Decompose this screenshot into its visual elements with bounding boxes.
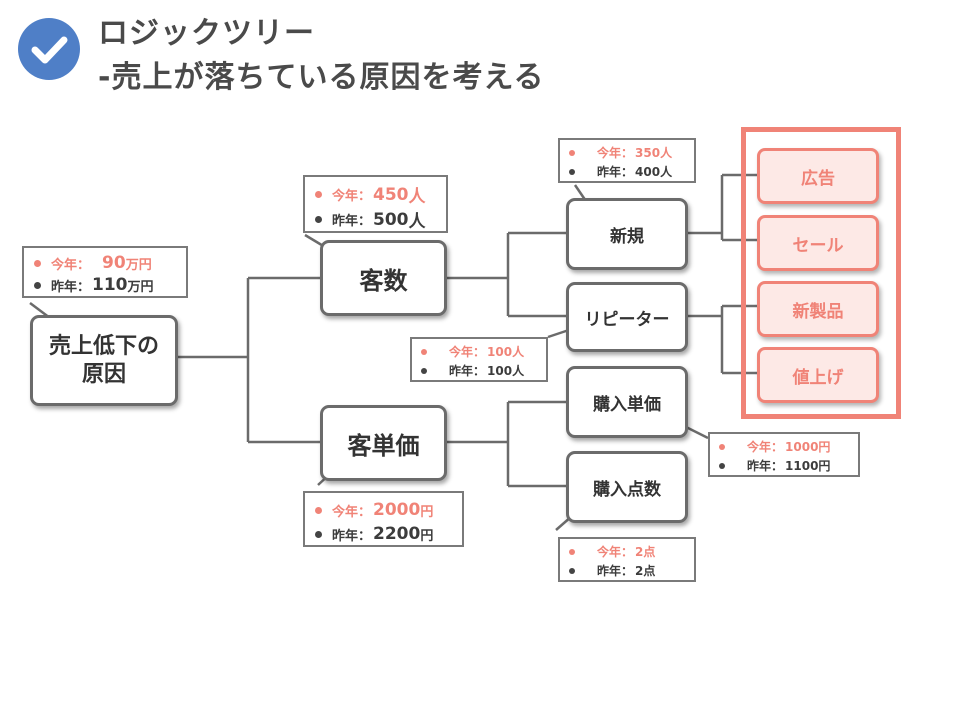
- repeaters-stat: 今年： 100 人 昨年： 100 人: [410, 337, 548, 382]
- current-value: 2: [635, 544, 644, 559]
- previous-dot: [421, 367, 427, 374]
- current-unit: 万円: [125, 257, 152, 273]
- current-value: 100: [487, 344, 513, 359]
- page-title-line2: -売上が落ちている原因を考える: [98, 60, 545, 95]
- current-unit: 人: [660, 146, 673, 160]
- current-label: 今年：: [332, 189, 372, 204]
- repeaters-label: リピーター: [584, 309, 670, 330]
- current-unit: 円: [818, 440, 831, 454]
- previous-label: 昨年：: [332, 528, 372, 544]
- customers-node: 客数: [320, 240, 447, 316]
- current-label: 今年：: [597, 146, 634, 160]
- solution-label: 値上げ: [792, 367, 844, 388]
- purchase-price-label: 購入単価: [593, 394, 661, 415]
- customers-stat: 今年： 450 人 昨年： 500 人: [303, 175, 448, 233]
- solution-price-increase: 値上げ: [757, 347, 879, 403]
- previous-unit: 円: [420, 528, 434, 544]
- previous-dot: [315, 216, 322, 223]
- current-label: 今年：: [332, 504, 372, 520]
- previous-value: 2: [635, 563, 644, 578]
- purchase-price-stat: 今年： 1000 円 昨年： 1100 円: [708, 432, 860, 477]
- previous-label: 昨年：: [747, 459, 784, 473]
- unit-price-node: 客単価: [320, 405, 447, 481]
- solutions-frame: [741, 127, 901, 419]
- previous-label: 昨年：: [51, 279, 91, 295]
- current-value: 350: [635, 145, 661, 160]
- current-dot: [315, 191, 322, 198]
- current-dot: [719, 443, 725, 450]
- unit-price-stat: 今年： 2000 円 昨年： 2200 円: [303, 491, 464, 547]
- previous-value: 500: [373, 209, 409, 230]
- current-unit: 人: [408, 187, 426, 207]
- new-customers-label: 新規: [610, 226, 644, 247]
- current-unit: 点: [643, 545, 656, 559]
- new-customers-node: 新規: [566, 198, 688, 270]
- current-unit: 円: [420, 504, 434, 520]
- current-label: 今年：: [747, 440, 784, 454]
- previous-unit: 人: [512, 364, 525, 378]
- previous-unit: 人: [408, 212, 426, 232]
- current-value: 2000: [373, 500, 421, 520]
- checkmark-icon: [18, 18, 80, 80]
- previous-label: 昨年：: [449, 364, 486, 378]
- current-value: 450: [373, 184, 409, 205]
- new-customers-stat: 今年： 350 人 昨年： 400 人: [558, 138, 696, 183]
- purchase-price-node: 購入単価: [566, 366, 688, 438]
- current-dot: [421, 348, 427, 355]
- previous-value: 2200: [373, 524, 421, 544]
- solution-ad: 広告: [757, 148, 879, 204]
- current-dot: [34, 259, 41, 267]
- previous-unit: 円: [818, 459, 831, 473]
- current-unit: 人: [512, 345, 525, 359]
- previous-unit: 万円: [127, 279, 154, 295]
- current-label: 今年：: [449, 345, 486, 359]
- previous-unit: 点: [643, 564, 656, 578]
- root-label-line1: 売上低下の: [48, 333, 159, 359]
- previous-value: 110: [92, 275, 128, 295]
- root-node: 売上低下の 原因: [30, 315, 178, 406]
- previous-dot: [34, 281, 41, 289]
- previous-label: 昨年：: [597, 564, 634, 578]
- current-dot: [315, 506, 322, 514]
- solution-new-product: 新製品: [757, 281, 879, 337]
- page-title-line1: ロジックツリー: [98, 16, 315, 51]
- solution-label: 広告: [801, 168, 835, 189]
- current-dot: [569, 149, 575, 156]
- current-value: 90: [102, 253, 126, 273]
- solution-sale: セール: [757, 215, 879, 271]
- current-label: 今年：: [597, 545, 634, 559]
- customers-label: 客数: [359, 266, 408, 295]
- previous-dot: [569, 168, 575, 175]
- previous-value: 1100: [785, 458, 819, 473]
- previous-unit: 人: [660, 165, 673, 179]
- root-label-line2: 原因: [81, 361, 126, 387]
- previous-dot: [719, 462, 725, 469]
- root-stat: 今年： 90 万円 昨年： 110 万円: [22, 246, 188, 298]
- purchase-count-label: 購入点数: [593, 479, 661, 500]
- previous-value: 100: [487, 363, 513, 378]
- purchase-count-node: 購入点数: [566, 451, 688, 523]
- repeaters-node: リピーター: [566, 282, 688, 352]
- previous-label: 昨年：: [597, 165, 634, 179]
- unit-price-label: 客単価: [347, 431, 420, 460]
- current-dot: [569, 548, 575, 555]
- previous-dot: [569, 567, 575, 574]
- purchase-count-stat: 今年： 2 点 昨年： 2 点: [558, 537, 696, 582]
- previous-label: 昨年：: [332, 214, 372, 229]
- solution-label: 新製品: [792, 301, 844, 322]
- previous-dot: [315, 530, 322, 538]
- current-label: 今年：: [51, 257, 91, 273]
- solution-label: セール: [792, 235, 844, 256]
- current-value: 1000: [785, 439, 819, 454]
- previous-value: 400: [635, 164, 661, 179]
